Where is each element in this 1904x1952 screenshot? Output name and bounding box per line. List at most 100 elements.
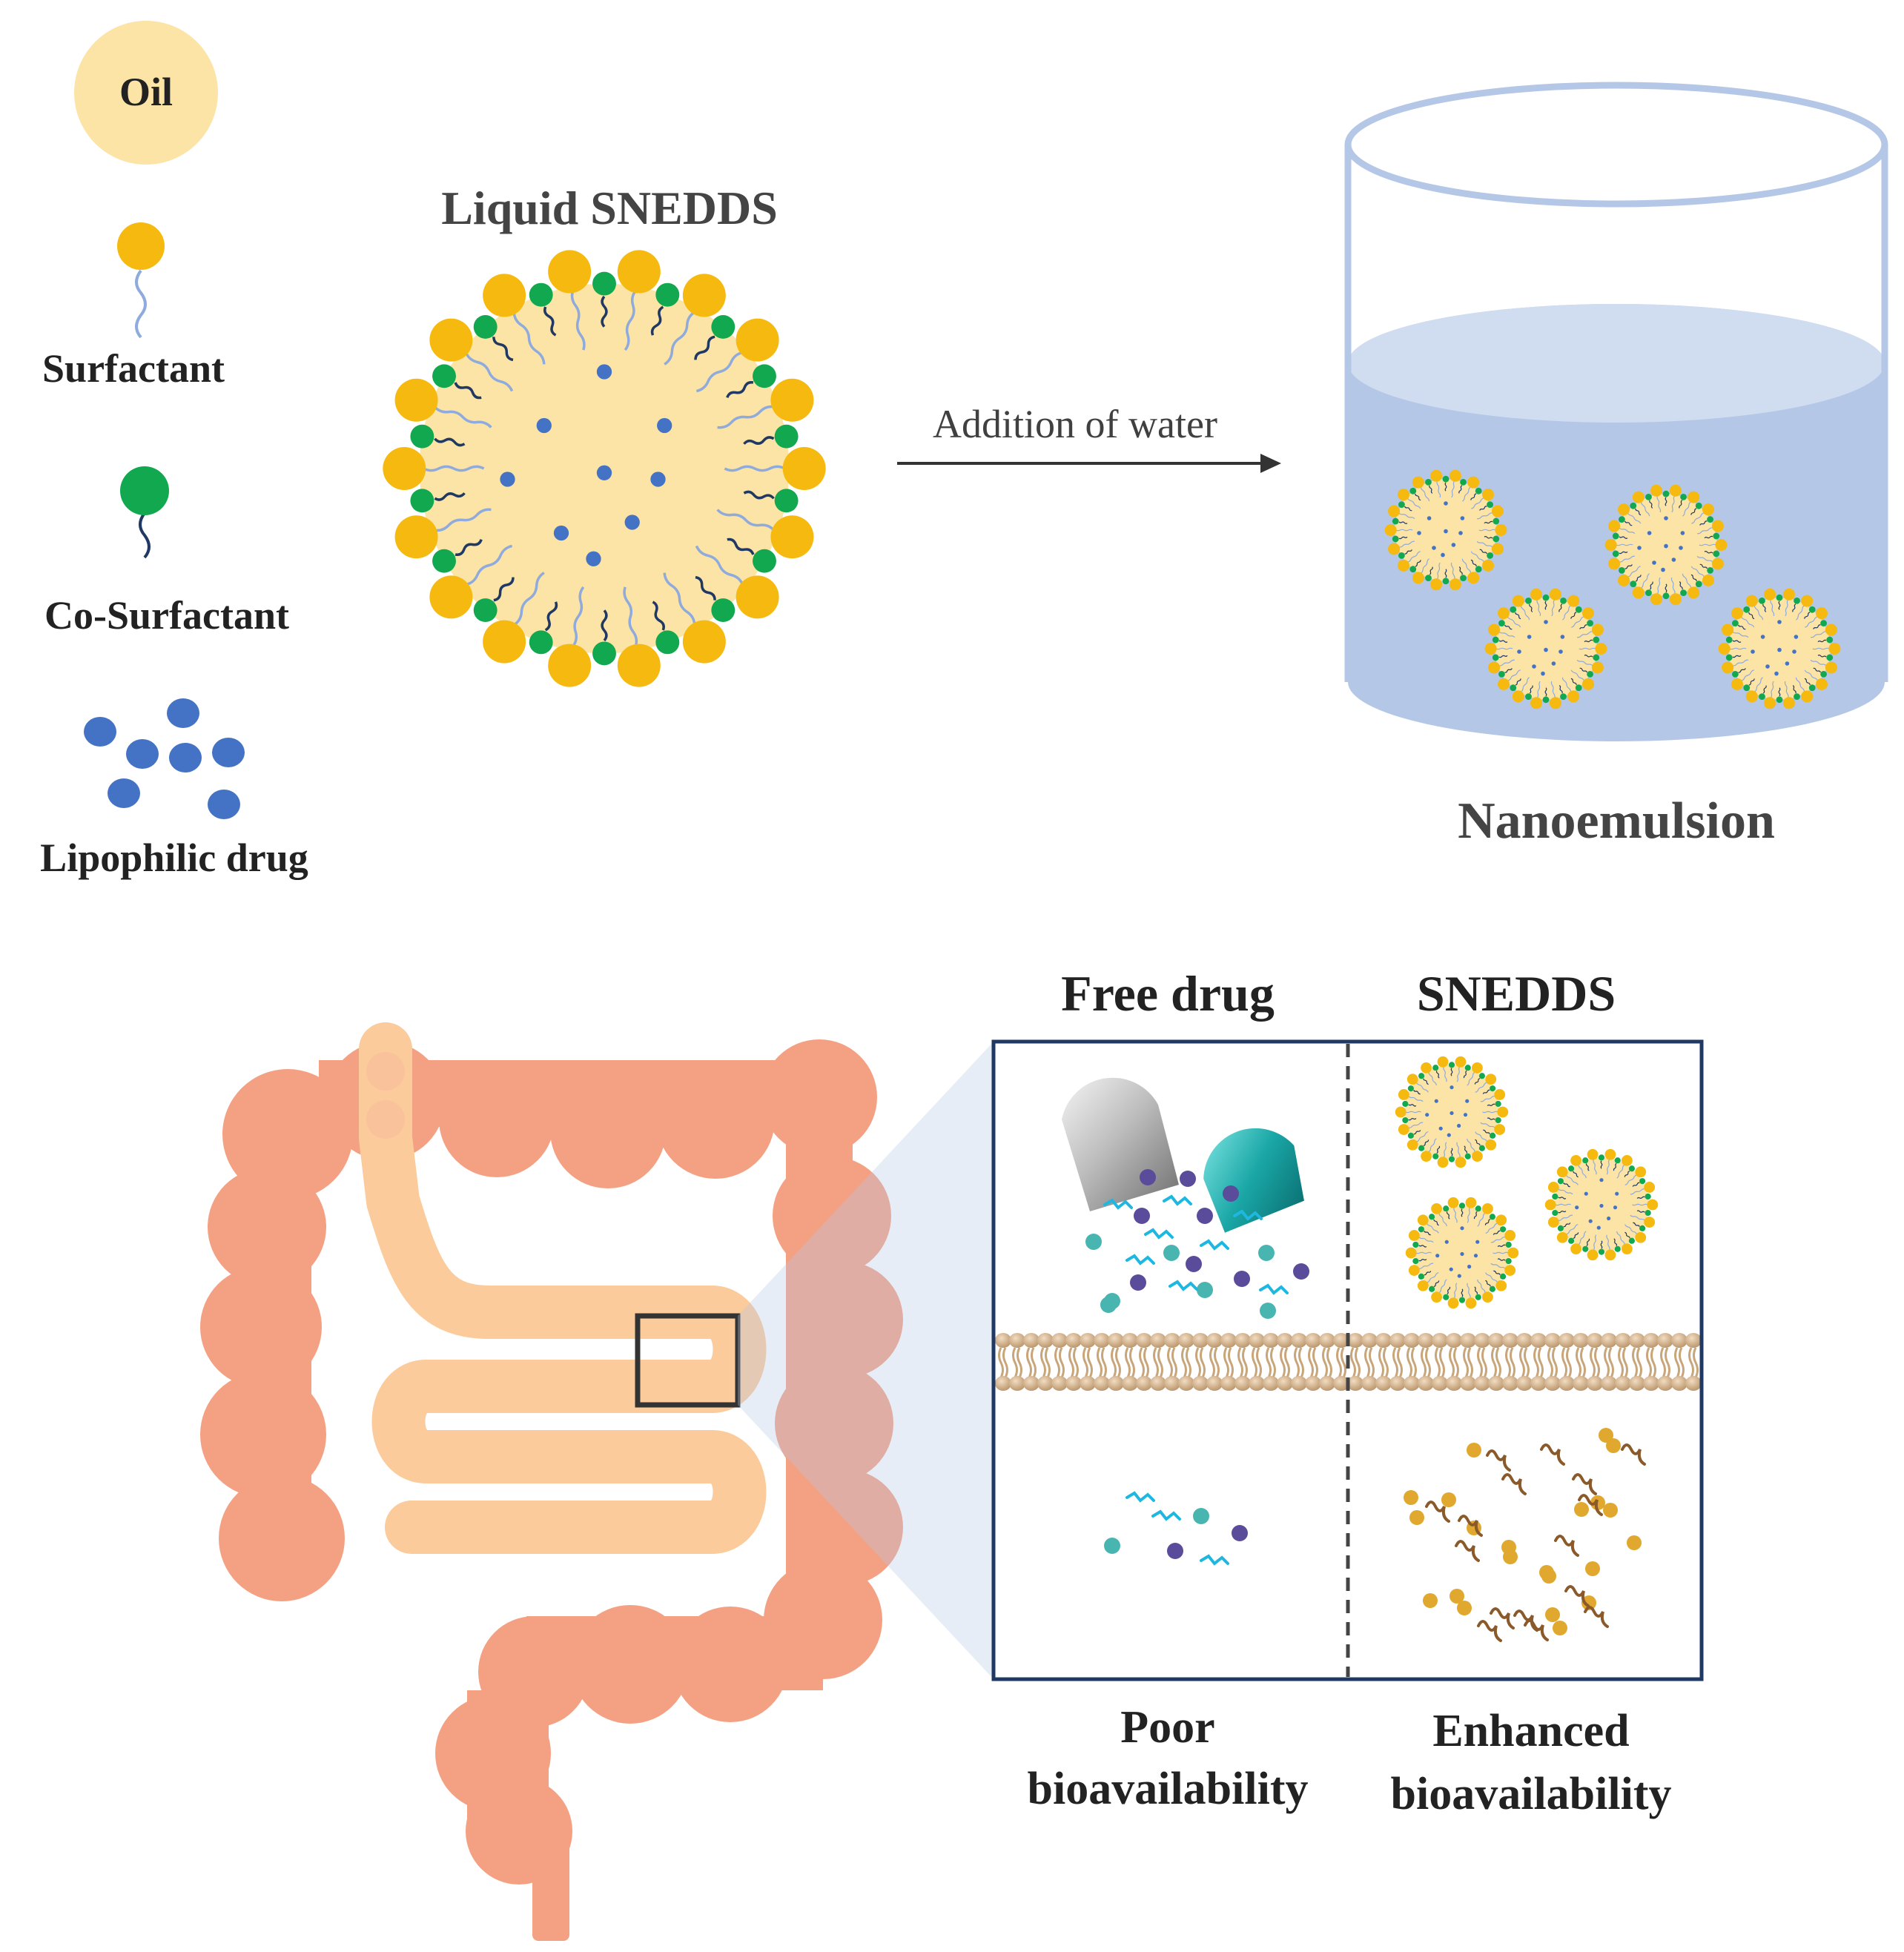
surfactant-tail (1462, 486, 1471, 502)
cosurfactant-head (1418, 1073, 1425, 1079)
surfactant-tail (1577, 631, 1593, 638)
cosurfactant-head (1630, 580, 1637, 588)
lipid-tail (1097, 1347, 1103, 1378)
surfactant-head (1408, 1265, 1420, 1276)
surfactant-tail (1732, 659, 1748, 666)
surfactant-tail (1570, 669, 1585, 681)
absorbed-drug-strand (1540, 1443, 1565, 1466)
drug-dot (1417, 531, 1421, 535)
cosurfactant-head (1489, 1214, 1495, 1220)
surfactant-tail (1619, 555, 1635, 563)
surfactant-tail (1443, 1142, 1447, 1158)
surfactant-head (1495, 1214, 1507, 1226)
lipid-head (1122, 1376, 1138, 1391)
surfactant-tail (1558, 1188, 1573, 1195)
cosurfactant-tail (1470, 559, 1477, 567)
surfactant-head (1544, 1199, 1556, 1211)
lipid-head (1051, 1376, 1068, 1391)
cosurfactant-head (1425, 478, 1432, 486)
cosurfactant-tail (1813, 624, 1821, 629)
drug-dot (1751, 649, 1755, 654)
lipid-head (1164, 1376, 1180, 1391)
surfactant-head (548, 250, 592, 294)
surfactant-head (1482, 1203, 1493, 1214)
lipid-tail (1406, 1347, 1412, 1378)
drug-particle-teal (1085, 1234, 1102, 1250)
cosurfactant-tail (1586, 1238, 1590, 1247)
lipid-tail (1646, 1347, 1652, 1378)
surfactant-head (1547, 1182, 1559, 1193)
lipid-head (1446, 1333, 1462, 1348)
cosurfactant-head (410, 424, 434, 449)
lipid-head (1291, 1333, 1307, 1348)
small-intestine (359, 1022, 767, 1554)
lipid-tail (1449, 1347, 1455, 1378)
lipid-tail (1369, 1347, 1375, 1378)
surfactant-head (1512, 690, 1524, 703)
lipid-tail (1167, 1347, 1173, 1378)
surfactant-head (1618, 574, 1630, 586)
lipid-head (1023, 1376, 1039, 1391)
cosurfactant-head (1619, 567, 1625, 574)
surfactant-tail (1561, 677, 1572, 692)
surfactant-head (1688, 586, 1700, 599)
cosurfactant-tail (1404, 506, 1412, 512)
surfactant-head (483, 620, 526, 664)
cosurfactant-tail (1474, 1286, 1478, 1294)
lipid-head (1094, 1376, 1110, 1391)
surfactant-tail (572, 586, 585, 647)
surfactant-tail (1461, 558, 1472, 574)
cosurfactant-head (1490, 1085, 1496, 1092)
surfactant-tail (1593, 1234, 1597, 1251)
surfactant-head (1604, 1148, 1616, 1160)
cosurfactant-head (1432, 1153, 1439, 1159)
surfactant-head (1482, 1291, 1493, 1303)
free-drug-particles-lumen (1085, 1169, 1309, 1319)
surfactant-head (1485, 1139, 1497, 1151)
drug-dot (1613, 1205, 1618, 1210)
lipid-tail (1533, 1347, 1539, 1378)
drug-particle-purple (1186, 1256, 1202, 1272)
cosurfactant-head (1489, 1286, 1495, 1292)
drug-dot (624, 515, 640, 530)
cosurfactant-tail (1584, 655, 1593, 658)
cosurfactant-head (1587, 620, 1593, 626)
cosurfactant-head (1498, 671, 1505, 678)
surfactant-head (394, 515, 438, 559)
lipid-tail (1002, 1347, 1008, 1378)
cosurfactant-tail (1398, 521, 1408, 524)
cosurfactant-tail (1738, 668, 1746, 673)
surfactant-head (1604, 539, 1617, 551)
lipid-head (1361, 1333, 1378, 1348)
lipid-tail (1378, 1347, 1384, 1378)
surfactant-tail (1398, 512, 1415, 520)
drug-dot (1777, 647, 1782, 652)
surfactant-tail (1490, 1237, 1506, 1243)
surfactant-head (1484, 643, 1497, 655)
surfactant-tail (1616, 1164, 1625, 1179)
surfactant-head (1465, 1297, 1477, 1309)
lipid-tail (1336, 1347, 1342, 1378)
drug-strand (1163, 1194, 1192, 1206)
cosurfactant-head (1575, 606, 1582, 613)
lipid-tail (1463, 1347, 1469, 1378)
drug-particle-purple (1130, 1274, 1146, 1291)
cosurfactant-tail (1408, 1104, 1417, 1107)
drug-dot (500, 472, 515, 487)
lipid-head (1361, 1376, 1378, 1391)
surfactant-head (1801, 595, 1814, 607)
cosurfactant-tail (1504, 668, 1513, 673)
drug-dot (1475, 1240, 1480, 1244)
surfactant-tail (1804, 669, 1819, 681)
surfactant-tail (1536, 599, 1541, 617)
lipid-tail (1590, 1347, 1596, 1378)
cosurfactant-head (1695, 502, 1702, 509)
cosurfactant-tail (1424, 1271, 1432, 1276)
cosurfactant-head (1759, 693, 1765, 701)
cosurfactant-head (1776, 696, 1783, 704)
oil-droplet-icon (74, 21, 218, 165)
surfactant-tail (1507, 616, 1521, 628)
surfactant-head (1711, 520, 1724, 532)
surfactant-tail (664, 311, 695, 365)
cosurfactant-tail (1665, 583, 1667, 593)
